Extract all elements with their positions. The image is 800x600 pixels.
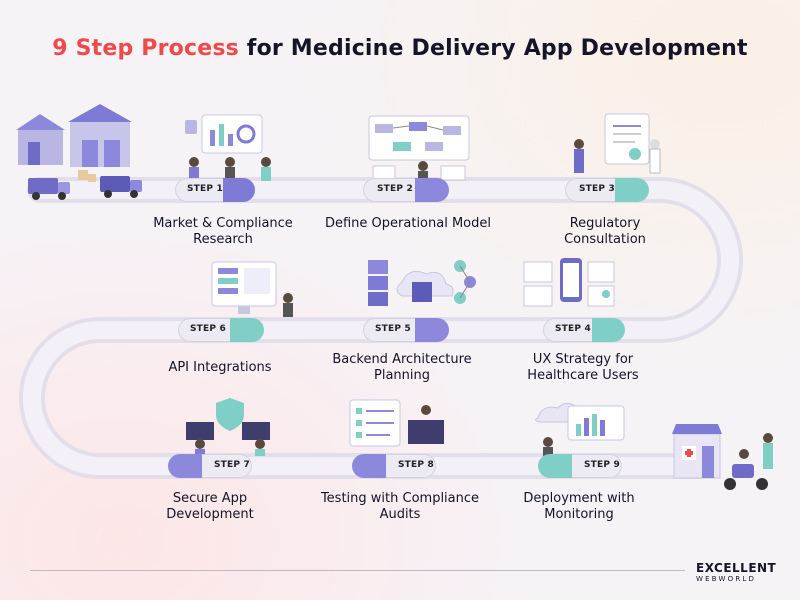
research-illustration xyxy=(185,114,271,181)
step-5-label: Backend Architecture Planning xyxy=(312,352,492,384)
step-4-label-text: UX Strategy for Healthcare Users xyxy=(527,352,639,383)
step-3-label-text: Regulatory Consultation xyxy=(564,216,646,247)
secure-dev-illustration xyxy=(186,398,270,456)
step-8-label-text: Testing with Compliance Audits xyxy=(320,491,480,522)
step-7-label-text: Secure App Development xyxy=(166,491,254,522)
step-4-label: UX Strategy for Healthcare Users xyxy=(500,352,666,384)
ux-illustration xyxy=(523,258,615,307)
step-5-pill: STEP 5 xyxy=(363,318,449,342)
step-7-label: Secure App Development xyxy=(140,491,280,523)
deployment-illustration xyxy=(534,403,625,456)
title-rest: for Medicine Delivery App Development xyxy=(238,36,748,61)
regulatory-illustration xyxy=(574,113,661,174)
step-9-label-text: Deployment with Monitoring xyxy=(523,491,635,522)
step-5-label-text: Backend Architecture Planning xyxy=(332,352,472,383)
step-5-tag: STEP 5 xyxy=(375,324,411,334)
step-1-label-text: Market & Compliance Research xyxy=(153,216,293,247)
step-2-label-text: Define Operational Model xyxy=(324,216,491,231)
step-3-label: Regulatory Consultation xyxy=(530,216,680,248)
api-illustration xyxy=(211,261,293,317)
step-2-label: Define Operational Model xyxy=(318,216,498,232)
step-9-pill: STEP 9 xyxy=(538,454,622,478)
testing-illustration xyxy=(349,399,444,447)
footer-divider xyxy=(30,570,685,571)
step-6-tag: STEP 6 xyxy=(190,324,226,334)
step-3-tag: STEP 3 xyxy=(579,184,615,194)
step-8-tag: STEP 8 xyxy=(398,460,434,470)
title-accent: 9 Step Process xyxy=(52,36,239,61)
pharmacy-delivery-illustration xyxy=(672,424,773,490)
step-7-tag: STEP 7 xyxy=(214,460,250,470)
warehouse-illustration xyxy=(16,104,142,200)
step-2-pill: STEP 2 xyxy=(363,178,449,202)
step-9-tag: STEP 9 xyxy=(584,460,620,470)
step-1-pill: STEP 1 xyxy=(175,178,255,202)
step-1-tag: STEP 1 xyxy=(187,184,223,194)
step-8-label: Testing with Compliance Audits xyxy=(312,491,488,523)
step-3-pill: STEP 3 xyxy=(565,178,649,202)
backend-illustration xyxy=(368,260,476,306)
step-8-pill: STEP 8 xyxy=(352,454,436,478)
operational-model-illustration xyxy=(368,115,470,183)
step-4-tag: STEP 4 xyxy=(555,324,591,334)
step-9-label: Deployment with Monitoring xyxy=(504,491,654,523)
step-6-label-text: API Integrations xyxy=(168,360,272,375)
page-title: 9 Step Process for Medicine Delivery App… xyxy=(0,36,800,61)
step-6-pill: STEP 6 xyxy=(178,318,264,342)
logo-line-2: WEBWORLD xyxy=(696,575,757,583)
brand-logo: EXCELLENT WEBWORLD xyxy=(696,561,776,583)
step-2-tag: STEP 2 xyxy=(377,184,413,194)
step-6-label: API Integrations xyxy=(130,360,310,376)
step-1-label: Market & Compliance Research xyxy=(128,216,318,248)
logo-line-1: EXCELLENT xyxy=(696,561,777,575)
step-4-pill: STEP 4 xyxy=(543,318,625,342)
step-7-pill: STEP 7 xyxy=(168,454,252,478)
